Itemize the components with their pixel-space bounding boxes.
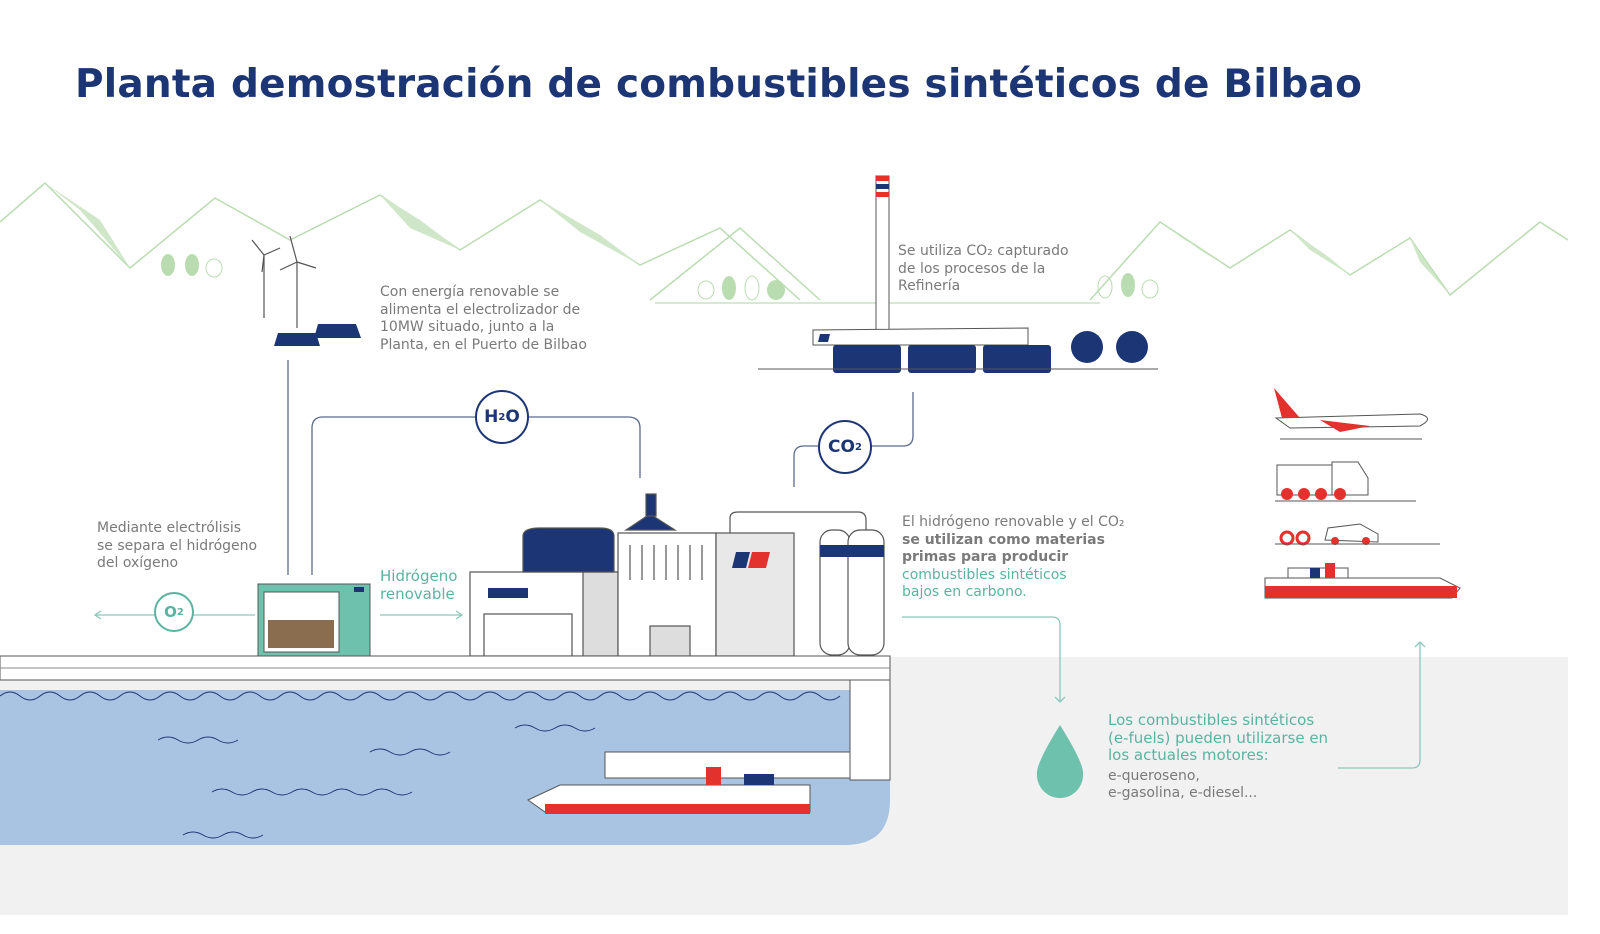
note-co2-captured: Se utiliza CO₂ capturado de los procesos… <box>898 243 1069 296</box>
solar-panels <box>274 324 361 346</box>
page-title: Planta demostración de combustibles sint… <box>75 62 1363 107</box>
label-renewable-hydrogen: Hidrógeno renovable <box>380 567 458 603</box>
teal-arrows <box>93 610 1426 769</box>
text-line: los actuales motores: <box>1108 746 1269 764</box>
text-line: e-queroseno, <box>1108 767 1200 784</box>
mountains <box>0 181 1569 304</box>
text-line: Refinería <box>898 278 961 294</box>
text-line: Hidrógeno <box>380 567 458 585</box>
airplane-icon <box>1274 388 1428 440</box>
text-line: Se utiliza CO₂ capturado <box>898 243 1069 259</box>
note-electrolysis: Mediante electrólisis se separa el hidró… <box>97 520 257 573</box>
symbol: H <box>484 407 499 427</box>
truck-icon <box>1275 461 1416 502</box>
subscript: 2 <box>176 606 184 618</box>
text-line: primas para producir <box>902 549 1069 565</box>
symbol: O <box>505 407 520 427</box>
scooter-car-icon <box>1275 523 1440 546</box>
text-line: (e-fuels) pueden utilizarse en <box>1108 728 1329 747</box>
symbol: O <box>164 603 177 621</box>
text-line: combustibles sintéticos <box>902 566 1067 583</box>
text-line: Mediante electrólisis <box>97 520 242 536</box>
text-line: alimenta el electrolizador de <box>380 301 581 318</box>
symbol: CO <box>828 437 855 457</box>
text-line: del oxígeno <box>97 555 179 571</box>
text-line: Los combustibles sintéticos <box>1108 711 1315 729</box>
subscript: 2 <box>498 411 506 423</box>
text-line: 10MW situado, junto a la <box>380 319 555 335</box>
synthetic-fuels-plant <box>469 493 885 657</box>
text-line: El hidrógeno renovable y el CO₂ <box>902 514 1125 530</box>
text-line: se separa el hidrógeno <box>97 537 258 554</box>
fuel-drop-icon <box>1036 725 1084 798</box>
electrolyzer <box>257 583 371 657</box>
text-line: e-gasolina, e-diesel... <box>1108 785 1258 801</box>
text-line: renovable <box>380 584 455 603</box>
ship-icon <box>1264 563 1461 599</box>
text-line: bajos en carbono. <box>902 584 1027 600</box>
wind-turbines <box>251 235 317 328</box>
text-line: Con energía renovable se <box>380 284 560 300</box>
trees <box>161 254 1159 301</box>
cargo-ship-dock <box>527 751 851 814</box>
subscript: 2 <box>854 441 862 453</box>
note-efuels: Los combustibles sintéticos (e-fuels) pu… <box>1108 711 1329 803</box>
refinery <box>758 175 1158 373</box>
text-line: se utilizan como materias <box>902 531 1105 548</box>
water-waves <box>157 724 596 839</box>
text-line: de los procesos de la <box>898 260 1046 277</box>
text-line: Planta, en el Puerto de Bilbao <box>380 336 587 353</box>
note-renewable-energy: Con energía renovable se alimenta el ele… <box>380 284 587 354</box>
note-raw-materials: El hidrógeno renovable y el CO₂ se utili… <box>902 514 1125 602</box>
mountain-shading <box>45 183 1450 295</box>
